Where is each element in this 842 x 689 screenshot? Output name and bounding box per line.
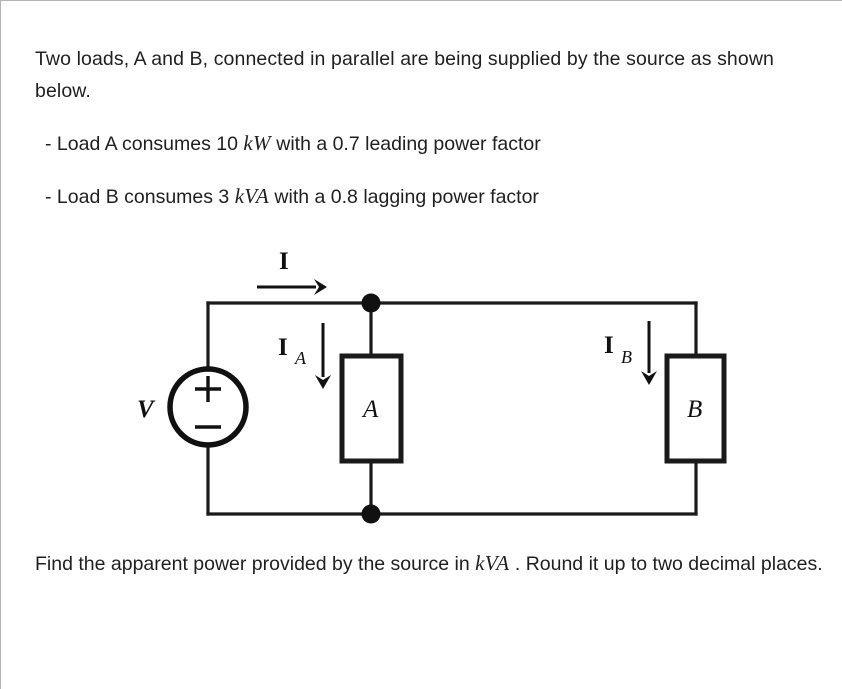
node-top-junction [361,293,381,313]
current-b-subscript: B [621,347,632,367]
load-b-suffix: with a 0.8 lagging power factor [269,186,539,208]
node-bottom-junction [361,504,381,524]
intro-paragraph: Two loads, A and B, connected in paralle… [35,48,774,102]
load-a-unit: kW [243,131,271,155]
load-b-unit: kVA [234,184,270,208]
source-voltage-label: V [137,396,156,423]
current-a-label: I [278,334,288,361]
closing-unit: kVA [475,551,510,575]
current-total-label: I [279,248,289,275]
current-a-subscript: A [294,348,307,368]
load-b-box-label: B [687,396,702,423]
load-a-box-label: A [361,396,379,423]
question-text-block: Two loads, A and B, connected in paralle… [35,43,825,233]
load-a-prefix: - Load A consumes 10 [45,133,244,155]
load-a-box [339,353,404,464]
load-specs-list: - Load A consumes 10 kW with a 0.7 leadi… [35,127,825,213]
current-b-label: I [604,332,614,359]
load-b-box [664,353,727,464]
current-total-arrowhead-icon [314,279,327,295]
voltage-source-symbol [167,366,249,448]
current-b-arrowhead-icon [641,371,657,385]
circuit-diagram: V A B I I A I B [111,237,811,537]
load-b-prefix: - Load B consumes 3 [45,186,235,208]
closing-paragraph: Find the apparent power provided by the … [35,547,825,580]
list-item-load-b: - Load B consumes 3 kVA with a 0.8 laggi… [35,180,825,213]
current-a-arrowhead-icon [315,375,331,389]
closing-prefix: Find the apparent power provided by the … [35,553,476,575]
closing-suffix: . Round it up to two decimal places. [509,553,823,575]
load-a-suffix: with a 0.7 leading power factor [270,133,541,155]
list-item-load-a: - Load A consumes 10 kW with a 0.7 leadi… [35,127,825,160]
circuit-svg: V A B I I A I B [137,248,727,524]
